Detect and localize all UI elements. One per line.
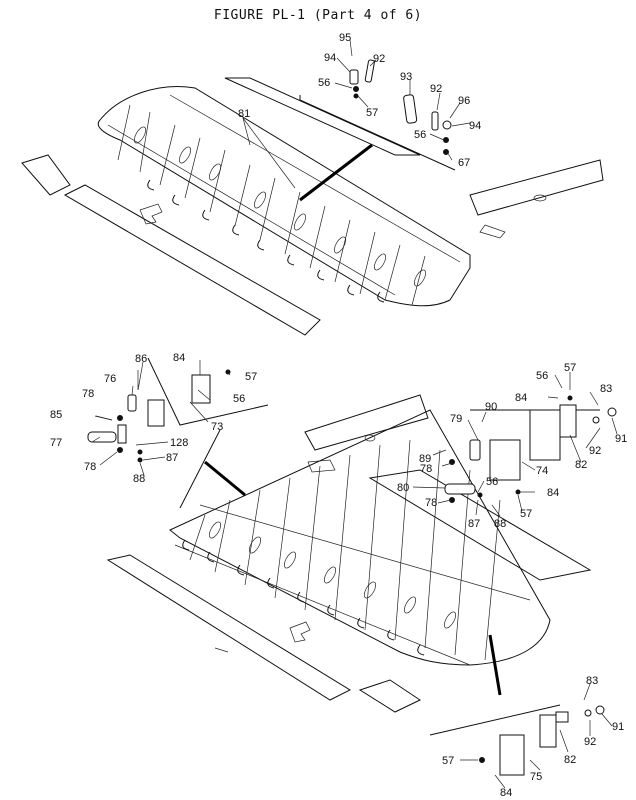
callout-76: 76 [104,373,116,385]
bottom-right-hardware-group [429,704,605,776]
callout-84: 84 [547,487,559,499]
callout-74: 74 [536,465,548,477]
callout-57: 57 [442,755,454,767]
callout-92: 92 [589,445,601,457]
lower-aileron-panels [304,394,592,581]
callout-78: 78 [84,461,96,473]
callout-96: 96 [458,95,470,107]
callout-91: 91 [612,721,624,733]
callout-56: 56 [414,129,426,141]
callout-79: 79 [450,413,462,425]
callout-57: 57 [366,107,378,119]
callout-80: 80 [397,482,409,494]
callout-77: 77 [50,437,62,449]
lower-wing-panel [169,409,551,696]
upper-aileron-panels [224,77,604,239]
callout-87: 87 [468,518,480,530]
callout-56: 56 [318,77,330,89]
callout-75: 75 [530,771,542,783]
callout-56: 56 [536,370,548,382]
callout-91: 91 [615,433,627,445]
callout-67: 67 [458,157,470,169]
callout-89: 89 [419,453,431,465]
callout-92: 92 [584,736,596,748]
callout-78: 78 [420,463,432,475]
callout-84: 84 [500,787,512,799]
callout-88: 88 [133,473,145,485]
callout-88: 88 [494,518,506,530]
callout-83: 83 [600,383,612,395]
callout-95: 95 [339,32,351,44]
figure-title: FIGURE PL-1 (Part 4 of 6) [213,8,423,23]
callout-78: 78 [82,388,94,400]
callout-128: 128 [170,437,188,449]
callout-57: 57 [245,371,257,383]
callout-87: 87 [166,452,178,464]
upper-hardware-group [349,59,452,155]
callout-56: 56 [233,393,245,405]
callout-82: 82 [564,754,576,766]
leader-lines [91,39,618,789]
callout-73: 73 [211,421,223,433]
callout-92: 92 [430,83,442,95]
lower-fairing-strips [106,554,422,713]
callout-86: 86 [135,353,147,365]
lower-right-hardware-group [444,395,617,503]
callout-81: 81 [238,108,250,120]
callout-84: 84 [515,392,527,404]
callout-82: 82 [575,459,587,471]
upper-fairing-strips [21,154,321,336]
callout-56: 56 [486,476,498,488]
callout-83: 83 [586,675,598,687]
callout-78: 78 [425,497,437,509]
callout-84: 84 [173,352,185,364]
callout-85: 85 [50,409,62,421]
callout-94: 94 [469,120,481,132]
callout-numbers: 95 94 92 56 57 93 92 96 94 56 67 81 86 8… [50,32,627,799]
callout-57: 57 [564,362,576,374]
callout-93: 93 [400,71,412,83]
callout-94: 94 [324,52,336,64]
callout-92: 92 [373,53,385,65]
callout-57: 57 [520,508,532,520]
upper-wing-panel [97,86,471,307]
callout-90: 90 [485,401,497,413]
